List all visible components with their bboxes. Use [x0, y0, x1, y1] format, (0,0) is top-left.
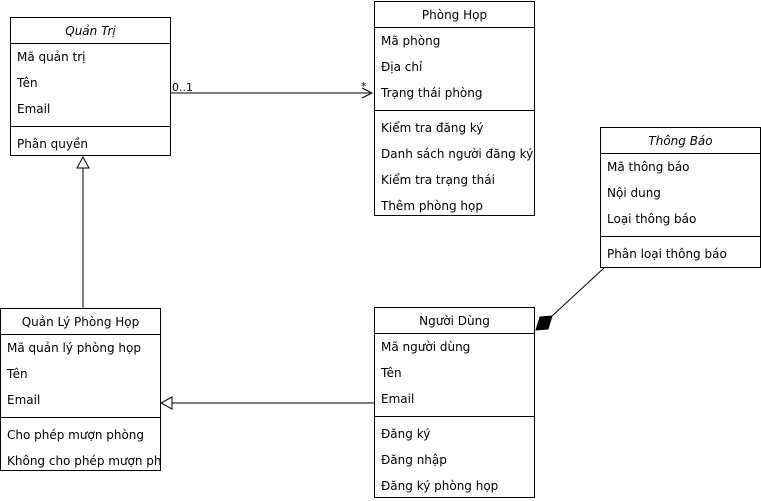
multiplicity-source: 0..1 — [172, 81, 193, 94]
operation: Không cho phép mượn phò — [7, 454, 161, 468]
attribute: Trạng thái phòng — [381, 86, 483, 100]
attribute: Mã quản trị — [17, 50, 86, 64]
operation: Phân loại thông báo — [607, 247, 727, 261]
attributes-compartment: Mã người dùng Tên Email — [375, 334, 534, 417]
class-nguoi-dung[interactable]: Người Dùng Mã người dùng Tên Email Đăng … — [374, 307, 535, 498]
class-quan-tri[interactable]: Quản Trị Mã quản trị Tên Email Phân quyề… — [10, 17, 171, 156]
attribute: Tên — [7, 367, 28, 381]
class-quan-ly-phong-hop[interactable]: Quản Lý Phòng Họp Mã quản lý phòng họp T… — [0, 308, 161, 471]
class-thong-bao[interactable]: Thông Báo Mã thông báo Nội dung Loại thô… — [600, 127, 761, 268]
attribute: Email — [381, 392, 415, 406]
operations-compartment: Phân loại thông báo — [601, 237, 760, 267]
class-title: Phòng Họp — [375, 2, 534, 28]
generalization-triangle-1 — [76, 155, 90, 169]
attribute: Loại thông báo — [607, 212, 697, 226]
class-title: Người Dùng — [375, 308, 534, 334]
multiplicity-target: * — [361, 80, 367, 93]
attribute: Mã quản lý phòng họp — [7, 341, 141, 355]
operation: Đăng nhập — [381, 453, 447, 467]
attribute: Tên — [381, 366, 402, 380]
attributes-compartment: Mã quản trị Tên Email — [11, 44, 170, 127]
operation: Đăng ký phòng họp — [381, 479, 499, 493]
attribute: Địa chỉ — [381, 60, 423, 74]
operation: Kiểm tra đăng ký — [381, 121, 484, 135]
attribute: Nội dung — [607, 186, 661, 200]
operations-compartment: Đăng ký Đăng nhập Đăng ký phòng họp — [375, 417, 534, 497]
operations-compartment: Phân quyền — [11, 127, 170, 155]
attribute: Email — [7, 393, 41, 407]
attribute: Mã thông báo — [607, 160, 690, 174]
operation: Cho phép mượn phòng — [7, 428, 145, 442]
operation: Phân quyền — [17, 137, 88, 151]
class-title: Thông Báo — [601, 128, 760, 154]
composition-diamond — [535, 315, 553, 331]
attribute: Mã phòng — [381, 34, 441, 48]
attribute: Email — [17, 102, 51, 116]
attributes-compartment: Mã thông báo Nội dung Loại thông báo — [601, 154, 760, 237]
operation: Thêm phòng họp — [381, 199, 483, 213]
operation: Đăng ký — [381, 427, 431, 441]
operation: Danh sách người đăng ký — [381, 147, 534, 161]
attributes-compartment: Mã quản lý phòng họp Tên Email — [1, 335, 160, 418]
operations-compartment: Kiểm tra đăng ký Danh sách người đăng ký… — [375, 111, 534, 215]
attribute: Tên — [17, 76, 38, 90]
generalization-triangle-2 — [159, 396, 173, 410]
operations-compartment: Cho phép mượn phòng Không cho phép mượn … — [1, 418, 161, 470]
operation: Kiểm tra trạng thái — [381, 173, 495, 187]
composition-line — [551, 267, 605, 317]
association-arrowhead — [361, 87, 374, 99]
attributes-compartment: Mã phòng Địa chỉ Trạng thái phòng — [375, 28, 534, 111]
class-title: Quản Trị — [11, 18, 170, 44]
attribute: Mã người dùng — [381, 340, 471, 354]
class-phong-hop[interactable]: Phòng Họp Mã phòng Địa chỉ Trạng thái ph… — [374, 1, 535, 216]
class-title: Quản Lý Phòng Họp — [1, 309, 160, 335]
